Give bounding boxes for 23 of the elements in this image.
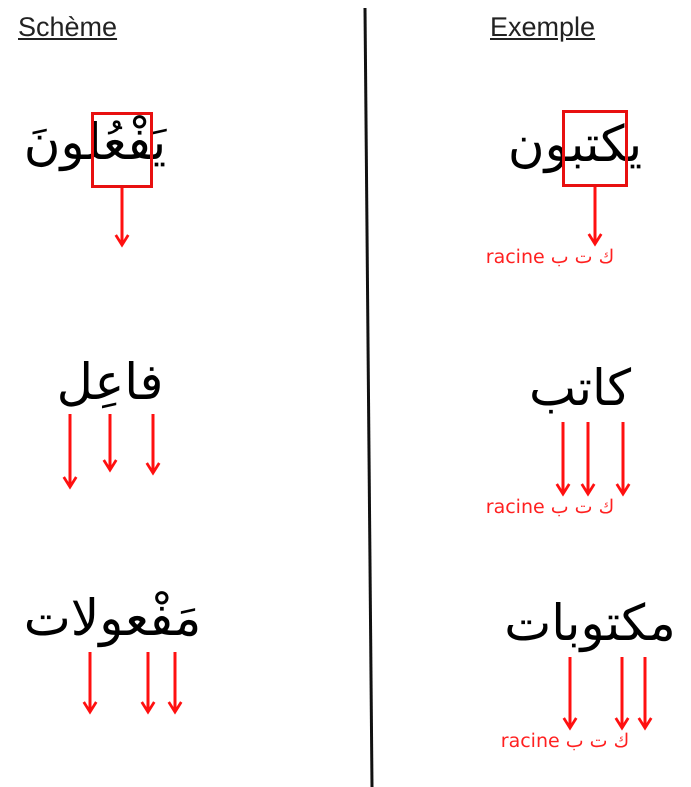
- arrow: [614, 657, 630, 730]
- arrow: [580, 422, 596, 496]
- column-heading: Exemple: [490, 12, 596, 43]
- arrow: [102, 414, 118, 472]
- arabic-word: مكتوبات: [490, 593, 690, 657]
- arabic-word: فاعِل: [40, 352, 180, 414]
- column-heading: Schème: [18, 12, 118, 43]
- root-label: racine ك ت ب: [470, 730, 660, 756]
- arrow: [145, 414, 161, 474]
- arrow: [167, 652, 183, 714]
- arabic-word: مَفْعولات: [5, 588, 220, 652]
- arrow: [82, 652, 98, 714]
- arrow: [555, 422, 571, 496]
- arrow: [140, 652, 156, 714]
- arrow: [587, 187, 603, 246]
- arrow: [62, 414, 78, 488]
- root-label: racine ك ت ب: [455, 246, 645, 272]
- root-label: racine ك ت ب: [455, 496, 645, 522]
- arrow: [615, 422, 631, 496]
- arabic-word: كاتب: [505, 358, 655, 422]
- arrow: [114, 188, 130, 246]
- arrow: [637, 657, 653, 730]
- arrow: [562, 657, 578, 730]
